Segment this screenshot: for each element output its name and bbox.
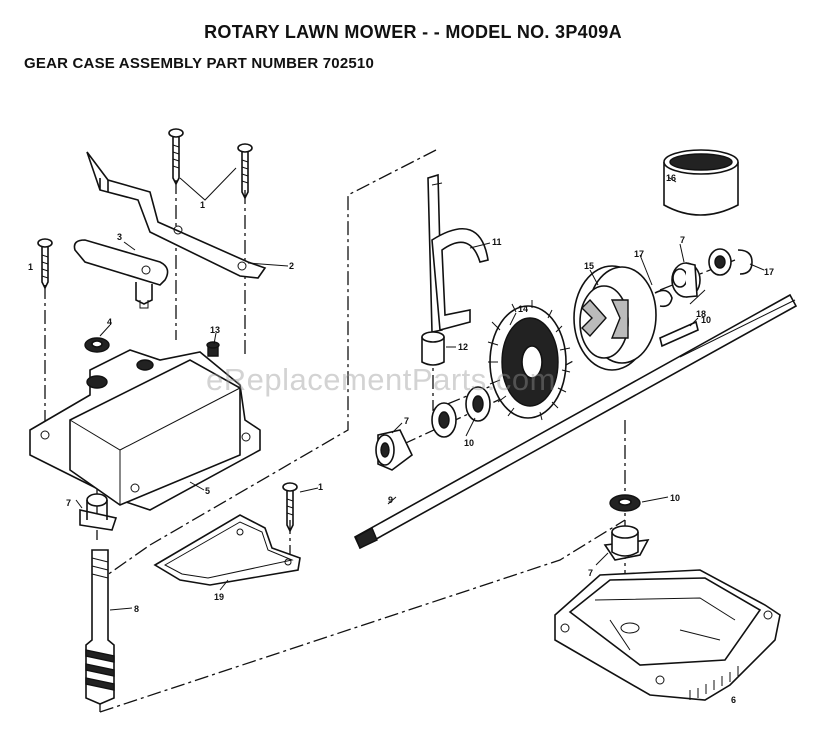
callout-6: 6	[731, 695, 736, 705]
part-left-clip	[654, 289, 673, 308]
page-subtitle: GEAR CASE ASSEMBLY PART NUMBER 702510	[24, 55, 374, 72]
part-spacer	[421, 331, 445, 366]
part-right-washer	[708, 248, 732, 276]
callout-19: 19	[214, 592, 224, 602]
callout-5: 5	[205, 486, 210, 496]
part-sleeve	[663, 149, 739, 216]
screw-top-left	[168, 128, 184, 186]
part-lower-right-bushing	[603, 525, 650, 561]
part-key	[659, 320, 699, 348]
screw-top-right	[237, 143, 253, 200]
callout-3: 3	[117, 232, 122, 242]
part-bushing-lower-left	[79, 493, 118, 531]
callout-7-right: 7	[680, 235, 685, 245]
part-lever	[73, 239, 169, 309]
callout-9: 9	[388, 495, 393, 505]
callout-17-left: 17	[634, 249, 644, 259]
callout-2: 2	[289, 261, 294, 271]
callout-12: 12	[458, 342, 468, 352]
part-right-clip	[737, 249, 753, 275]
callout-8: 8	[134, 604, 139, 614]
screw-lower	[282, 482, 298, 533]
callout-16: 16	[666, 173, 676, 183]
part-bracket	[86, 151, 267, 279]
callout-1-left: 1	[28, 262, 33, 272]
part-small-washer	[84, 337, 110, 353]
watermark-text: eReplacementParts.com	[206, 362, 556, 397]
part-middle-washers	[431, 386, 491, 438]
callout-1-top: 1	[200, 200, 205, 210]
screw-left	[37, 238, 53, 290]
callout-14: 14	[518, 304, 528, 314]
part-lower-right-washer	[609, 494, 641, 512]
callout-11: 11	[492, 237, 502, 247]
page-title: ROTARY LAWN MOWER - - MODEL NO. 3P409A	[204, 22, 622, 42]
callout-1-lower: 1	[318, 482, 323, 492]
part-plug	[206, 341, 220, 357]
part-worm-shaft	[85, 549, 115, 705]
part-right-bushing	[671, 262, 701, 298]
part-middle-bushing	[375, 429, 414, 471]
callout-18: 18	[696, 309, 706, 319]
callout-4: 4	[107, 317, 112, 327]
callout-15: 15	[584, 261, 594, 271]
callout-7-lower-right: 7	[588, 568, 593, 578]
callout-leaders	[75, 176, 765, 611]
part-gear	[487, 300, 571, 421]
callout-13: 13	[210, 325, 220, 335]
part-main-shaft	[353, 293, 798, 550]
part-gear-case-cover	[29, 349, 261, 511]
part-screws	[37, 128, 298, 533]
callout-7-middle: 7	[404, 416, 409, 426]
callout-10-lower-right: 10	[670, 493, 680, 503]
part-gasket	[153, 514, 301, 586]
part-shift-fork	[427, 173, 489, 333]
callout-17-right: 17	[764, 267, 774, 277]
part-clutch	[573, 265, 657, 371]
callout-7-lower-left: 7	[66, 498, 71, 508]
callout-10-right: 10	[701, 315, 711, 325]
callout-labels: 1 1 1 2 3 4 5 6 7 7 7 7 8 9 10 10 10 11 …	[28, 173, 774, 705]
callout-10-middle: 10	[464, 438, 474, 448]
part-gear-case-housing	[554, 569, 781, 701]
